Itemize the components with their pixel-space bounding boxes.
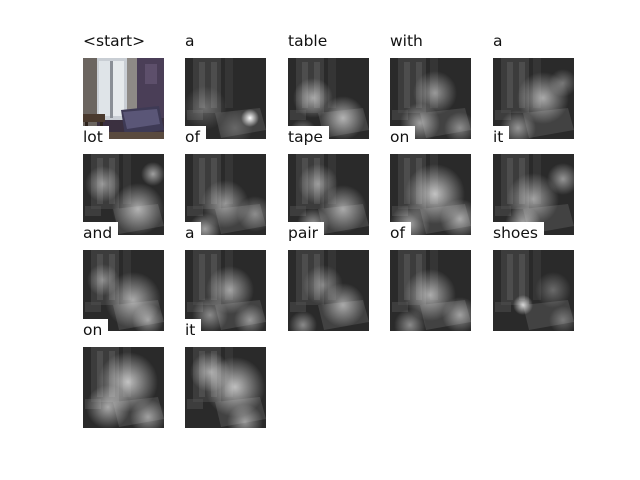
attention-frame: and [83,222,164,331]
word-label: table [288,30,334,52]
attention-map [390,154,471,235]
word-label: a [185,222,201,244]
attention-map [185,347,266,428]
word-label: it [185,319,202,341]
attention-map [288,250,369,331]
attention-map [185,250,266,331]
word-label: a [185,30,201,52]
attention-frame: of [390,222,471,331]
word-label: with [390,30,429,52]
attention-frame: <start> [83,30,164,139]
attention-frame: lot [83,126,164,235]
attention-frame: tape [288,126,369,235]
word-label: of [185,126,206,148]
attention-map [493,250,574,331]
attention-map [493,154,574,235]
attention-map [288,58,369,139]
word-label: it [493,126,510,148]
attention-frame: on [390,126,471,235]
word-label: of [390,222,411,244]
attention-map [288,154,369,235]
attention-frame: a [185,222,266,331]
attention-map [390,58,471,139]
attention-map [83,154,164,235]
word-label: <start> [83,30,152,52]
attention-map [390,250,471,331]
attention-map [185,58,266,139]
attention-map [83,250,164,331]
attention-frame: it [185,319,266,428]
attention-frame: of [185,126,266,235]
word-label: shoes [493,222,544,244]
word-label: a [493,30,509,52]
word-label: and [83,222,119,244]
attention-frame: it [493,126,574,235]
attention-map [185,154,266,235]
word-label: lot [83,126,109,148]
word-label: on [83,319,109,341]
attention-frame: pair [288,222,369,331]
word-label: on [390,126,416,148]
word-label: pair [288,222,325,244]
attention-frame: on [83,319,164,428]
attention-frame: table [288,30,369,139]
attention-frame: shoes [493,222,574,331]
bedroom-photo [83,58,164,139]
attention-map [83,347,164,428]
word-label: tape [288,126,329,148]
attention-frame: a [185,30,266,139]
attention-frame: with [390,30,471,139]
